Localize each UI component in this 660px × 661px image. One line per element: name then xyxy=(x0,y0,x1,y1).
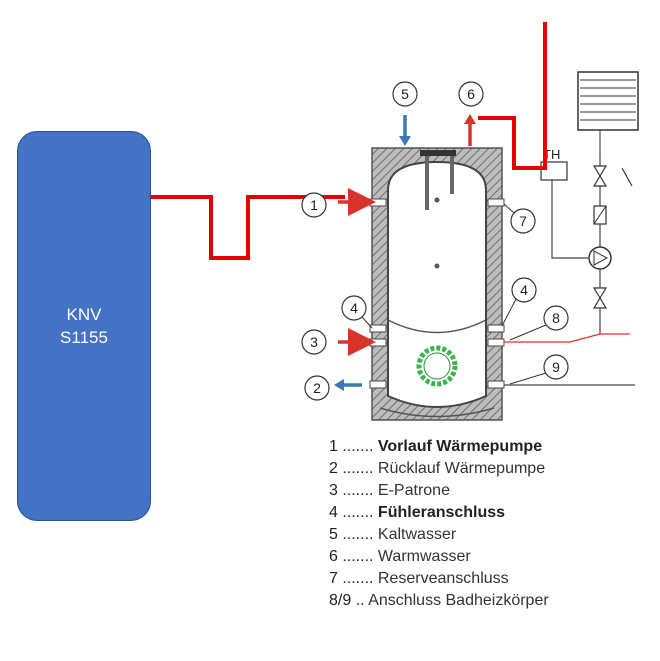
heating-coil xyxy=(416,345,458,387)
svg-text:6: 6 xyxy=(467,86,475,102)
legend-row-1: 1 ....... Vorlauf Wärmepumpe xyxy=(329,438,543,455)
legend-row-6: 6 ....... Warmwasser xyxy=(329,548,471,565)
callout-5: 5 xyxy=(392,81,418,107)
svg-text:2: 2 xyxy=(313,380,321,396)
sensor-dot-lower xyxy=(434,263,440,269)
svg-text:4: 4 xyxy=(520,282,528,298)
legend: 1 ....... Vorlauf Wärmepumpe 2 ....... R… xyxy=(329,436,649,612)
callout-2: 2 xyxy=(304,375,330,401)
red-pipe-heatpump xyxy=(151,195,345,260)
stub-3 xyxy=(369,338,387,347)
callout-3: 3 xyxy=(301,329,327,355)
callout-7: 7 xyxy=(503,203,536,234)
callout-4-right: 4 xyxy=(501,277,537,327)
valve-upper xyxy=(592,165,608,187)
red-pipe-warmwater xyxy=(478,22,547,170)
sensor-dot-upper xyxy=(434,197,440,203)
stub-7 xyxy=(487,198,505,207)
heat-pump-box: KNV S1155 xyxy=(17,131,151,521)
tank-inner-curve xyxy=(387,319,487,334)
valve-lower xyxy=(592,287,608,309)
heat-pump-model-line1: KNV xyxy=(66,305,102,324)
check-valve-slash xyxy=(593,205,607,225)
pump-triangle xyxy=(593,250,609,266)
thermostat-box xyxy=(540,161,568,181)
svg-text:7: 7 xyxy=(519,213,527,229)
svg-text:4: 4 xyxy=(350,300,358,316)
legend-row-4: 4 ....... Fühleranschluss xyxy=(329,504,506,521)
legend-row-8: 8/9 .. Anschluss Badheizkörper xyxy=(329,592,549,609)
top-pipe-right xyxy=(450,150,454,194)
arrow-6-head xyxy=(464,114,476,124)
stub-2 xyxy=(369,380,387,389)
radiator xyxy=(577,71,639,150)
svg-text:8: 8 xyxy=(552,310,560,326)
tank-vessel xyxy=(387,160,487,408)
stub-4-left xyxy=(369,324,387,333)
callout-6: 6 xyxy=(458,81,484,107)
legend-row-2: 2 ....... Rücklauf Wärmepumpe xyxy=(329,460,546,477)
stub-9 xyxy=(487,380,505,389)
stub-1 xyxy=(369,198,387,207)
callout-1: 1 xyxy=(301,192,327,218)
tank-bottom-curve xyxy=(379,407,495,418)
legend-row-7: 7 ....... Reserveanschluss xyxy=(329,570,509,587)
svg-text:3: 3 xyxy=(310,334,318,350)
arrow-5-head xyxy=(399,136,411,146)
heat-pump-model-line2: S1155 xyxy=(60,328,108,347)
callout-4-left: 4 xyxy=(341,295,373,329)
heating-coil-inner xyxy=(423,352,451,380)
top-pipe-left xyxy=(425,150,429,210)
svg-text:1: 1 xyxy=(310,197,318,213)
stub-8 xyxy=(487,338,505,347)
circuit-line-left xyxy=(551,180,588,259)
callout-9: 9 xyxy=(509,354,569,385)
legend-row-5: 5 ....... Kaltwasser xyxy=(329,526,457,543)
svg-text:5: 5 xyxy=(401,86,409,102)
legend-row-3: 3 ....... E-Patrone xyxy=(329,482,450,499)
callout-8: 8 xyxy=(509,305,569,341)
pipe-8 xyxy=(504,333,630,343)
svg-text:9: 9 xyxy=(552,359,560,375)
partial-symbol xyxy=(621,167,633,187)
stub-4-right xyxy=(487,324,505,333)
thermostat-label: TH xyxy=(543,147,560,162)
top-flange xyxy=(420,150,456,156)
arrow-2-head xyxy=(334,379,344,391)
